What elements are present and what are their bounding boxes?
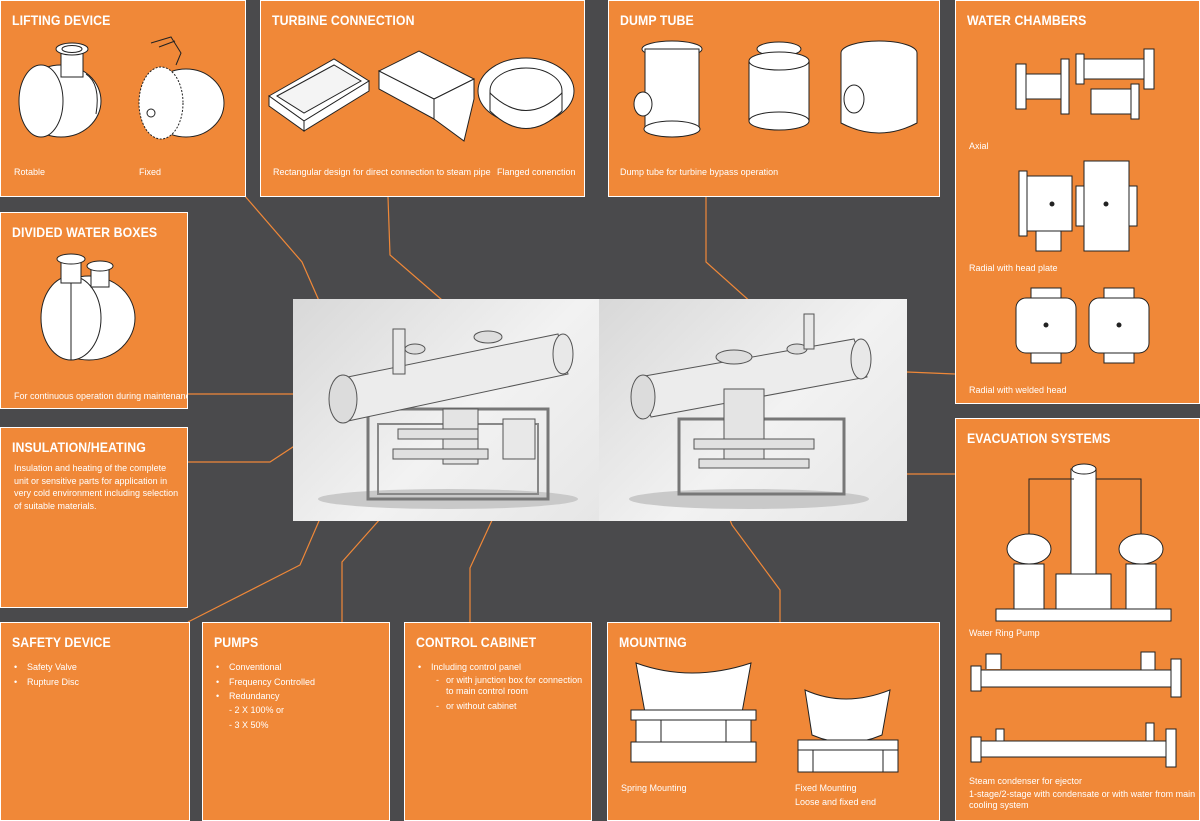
panel-title: PUMPS [214, 634, 259, 650]
list-item: -or without cabinet [436, 701, 586, 712]
fixed-mounting-illustration [793, 685, 903, 775]
panel-control-cabinet: CONTROL CABINET Including control panel … [404, 622, 592, 821]
caption-fixed: Fixed [139, 167, 162, 177]
radial-welded-head-illustration [1011, 283, 1156, 368]
control-sub-list: -or with junction box for connection to … [436, 675, 586, 712]
rectangular-pipe-illustration [379, 49, 474, 144]
dump-tube-flanged-illustration [627, 39, 717, 144]
caption-rectangular: Rectangular design for direct connection… [273, 167, 491, 177]
list-item: Frequency Controlled [216, 675, 315, 690]
panel-insulation-heating: INSULATION/HEATING Insulation and heatin… [0, 427, 188, 608]
list-item: Including control panel [418, 660, 588, 675]
caption-stage: 1-stage/2-stage with condensate or with … [969, 789, 1196, 810]
radial-head-plate-illustration [1014, 156, 1154, 256]
axial-chamber-illustration [1011, 39, 1166, 129]
list-item: - 3 X 50% [229, 719, 269, 730]
steam-condenser-illustration-bottom [971, 719, 1186, 769]
insulation-description: Insulation and heating of the complete u… [14, 463, 179, 511]
caption-flanged: Flanged conenction [497, 167, 576, 177]
spring-mounting-illustration [626, 655, 761, 770]
caption-radial-welded-head: Radial with welded head [969, 385, 1067, 395]
panel-title: CONTROL CABINET [416, 634, 537, 650]
caption-fixed-mounting: Fixed Mounting [795, 783, 857, 793]
panel-title: EVACUATION SYSTEMS [967, 430, 1111, 446]
caption-loose-fixed-end: Loose and fixed end [795, 797, 877, 807]
panel-title: DIVIDED WATER BOXES [12, 224, 158, 240]
list-item: Redundancy [216, 689, 315, 704]
panel-title: LIFTING DEVICE [12, 12, 111, 28]
panel-title: MOUNTING [619, 634, 687, 650]
steam-condenser-illustration-top [971, 644, 1186, 699]
list-item: Rupture Disc [14, 675, 79, 690]
panel-dump-tube: DUMP TUBE Dump tube for turbine bypass o… [608, 0, 940, 197]
panel-title: TURBINE CONNECTION [272, 12, 415, 28]
list-item: Safety Valve [14, 660, 79, 675]
dump-tube-tee-illustration [834, 39, 924, 144]
rotable-lifting-illustration [11, 39, 106, 144]
panel-title: DUMP TUBE [620, 12, 694, 28]
dump-tube-cylinder-illustration [739, 39, 819, 139]
caption-dump-tube: Dump tube for turbine bypass operation [620, 167, 779, 177]
rectangular-connection-illustration [269, 51, 369, 126]
condenser-render-right [629, 313, 872, 509]
list-item: Conventional [216, 660, 315, 675]
control-list: Including control panel [418, 660, 588, 675]
divided-water-box-illustration [31, 253, 141, 368]
list-item: - 2 X 100% or [229, 705, 285, 715]
flanged-connection-illustration [476, 53, 576, 143]
caption-rotable: Rotable [14, 167, 46, 177]
pumps-redundancy-options: - 2 X 100% or - 3 X 50% [229, 703, 284, 732]
fixed-lifting-illustration [131, 33, 231, 143]
list-item-text: or without cabinet [446, 701, 517, 711]
pumps-list: Conventional Frequency Controlled Redund… [216, 660, 315, 704]
list-item: -or with junction box for connection to … [436, 675, 586, 697]
panel-evacuation-systems: EVACUATION SYSTEMS Water Ring Pump [955, 418, 1200, 821]
panel-title: SAFETY DEVICE [12, 634, 111, 650]
panel-divided-water-boxes: DIVIDED WATER BOXES For continuous opera… [0, 212, 188, 409]
panel-title: INSULATION/HEATING [12, 439, 146, 455]
caption-divided: For continuous operation during maintena… [14, 391, 188, 401]
condenser-photo-left [293, 299, 599, 521]
caption-water-ring-pump: Water Ring Pump [969, 628, 1040, 638]
water-ring-pump-illustration [996, 454, 1171, 624]
list-item-text: or with junction box for connection to m… [446, 675, 583, 696]
caption-spring-mounting: Spring Mounting [621, 783, 687, 793]
caption-axial: Axial [969, 141, 989, 151]
list-dash: - [436, 675, 439, 685]
panel-safety-device: SAFETY DEVICE Safety Valve Rupture Disc [0, 622, 190, 821]
panel-turbine-connection: TURBINE CONNECTION Rectangular design fo… [260, 0, 585, 197]
condenser-photo-right [599, 299, 907, 521]
panel-lifting-device: LIFTING DEVICE Rotable Fixed [0, 0, 246, 197]
panel-mounting: MOUNTING Spring Mounting Fixed Mounting … [607, 622, 940, 821]
panel-title: WATER CHAMBERS [967, 12, 1087, 28]
panel-water-chambers: WATER CHAMBERS Axial Radial with head pl… [955, 0, 1200, 404]
condenser-render-left [318, 328, 578, 509]
list-dash: - [436, 701, 439, 711]
panel-pumps: PUMPS Conventional Frequency Controlled … [202, 622, 390, 821]
caption-radial-head-plate: Radial with head plate [969, 263, 1058, 273]
caption-steam-condenser: Steam condenser for ejector [969, 776, 1083, 786]
safety-list: Safety Valve Rupture Disc [14, 660, 79, 689]
